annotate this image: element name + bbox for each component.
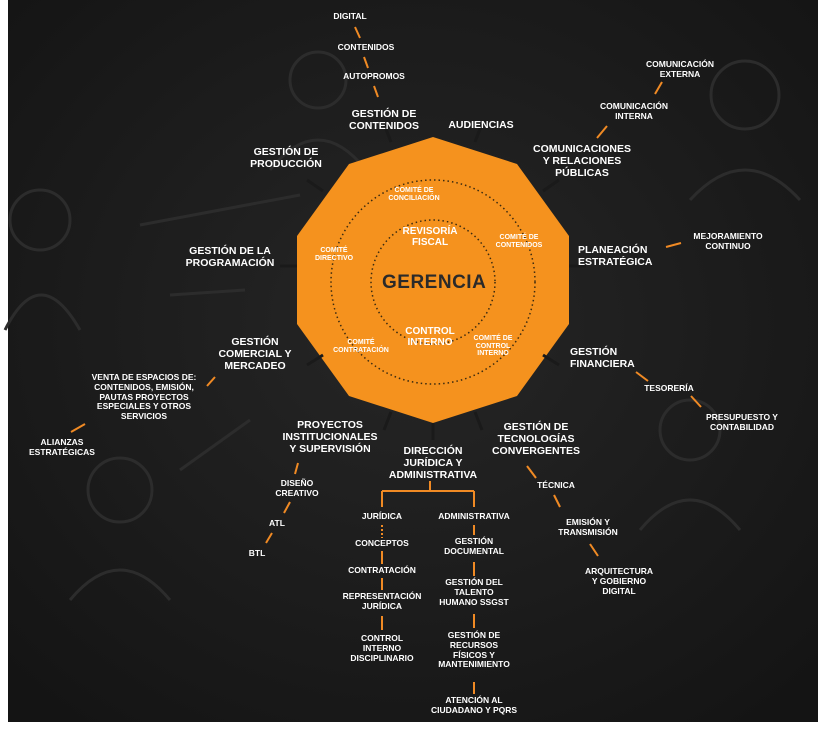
area-comercial: GESTIÓN COMERCIAL Y MERCADEO (218, 336, 292, 373)
jur-juridica: JURÍDICA (361, 511, 403, 521)
area-financiera: GESTIÓN FINANCIERA (570, 346, 635, 371)
comite-contenidos-label: COMITÉ DE CONTENIDOS (495, 234, 543, 249)
area-planeacion: PLANEACIÓN ESTRATÉGICA (578, 244, 653, 269)
sub-atl: ATL (269, 518, 285, 528)
area-gestion-contenidos: GESTIÓN DE CONTENIDOS (348, 108, 419, 133)
jur-contratacion: CONTRATACIÓN (348, 565, 416, 575)
adm-talento: GESTIÓN DEL TALENTO HUMANO SSGST (439, 577, 509, 607)
gerencia-title: GERENCIA (382, 272, 487, 293)
sub-comunicacion-interna: COMUNICACIÓN INTERNA (600, 101, 668, 121)
jur-conceptos: CONCEPTOS (355, 538, 409, 548)
comite-contratacion-label: COMITÉ CONTRATACIÓN (333, 339, 389, 354)
area-proyectos: PROYECTOS INSTITUCIONALES Y SUPERVISIÓN (282, 419, 378, 456)
sub-btl: BTL (248, 548, 266, 558)
sub-tesoreria: TESORERÍA (644, 383, 694, 393)
comite-conciliacion-label: COMITÉ DE CONCILIACIÓN (388, 187, 440, 202)
outer-dotted-ring (330, 179, 536, 385)
area-direccion-juridica: DIRECCIÓN JURÍDICA Y ADMINISTRATIVA (388, 445, 478, 482)
sub-digital: DIGITAL (333, 11, 367, 21)
sub-comunicacion-externa: COMUNICACIÓN EXTERNA (646, 59, 714, 79)
sub-presupuesto: PRESUPUESTO Y CONTABILIDAD (706, 412, 778, 432)
area-tecnologias: GESTIÓN DE TECNOLOGÍAS CONVERGENTES (491, 421, 581, 458)
revisoria-fiscal-label: REVISORÍA FISCAL (402, 226, 458, 248)
sub-contenidos: CONTENIDOS (337, 42, 395, 52)
sub-venta-espacios: VENTA DE ESPACIOS DE: CONTENIDOS, EMISIÓ… (91, 372, 197, 422)
sub-mejoramiento: MEJORAMIENTO CONTINUO (693, 231, 763, 251)
comite-directivo-label: COMITÉ DIRECTIVO (314, 247, 354, 262)
jur-control-interno: CONTROL INTERNO DISCIPLINARIO (350, 633, 414, 663)
jur-representacion: REPRESENTACIÓN JURÍDICA (342, 591, 422, 611)
sub-diseno-creativo: DISEÑO CREATIVO (275, 478, 319, 498)
sub-arquitectura: ARQUITECTURA Y GOBIERNO DIGITAL (585, 566, 653, 596)
area-audiencias: AUDIENCIAS (448, 119, 514, 131)
control-interno-label: CONTROL INTERNO (405, 326, 455, 348)
background-silhouettes (3, 50, 802, 601)
sub-alianzas: ALIANZAS ESTRATÉGICAS (29, 437, 95, 457)
adm-recursos: GESTIÓN DE RECURSOS FÍSICOS Y MANTENIMIE… (438, 630, 510, 670)
adm-documental: GESTIÓN DOCUMENTAL (444, 536, 504, 556)
decagon-spokes (280, 123, 586, 440)
gerencia-decagon (297, 137, 569, 423)
area-produccion: GESTIÓN DE PRODUCCIÓN (250, 146, 322, 171)
adm-administrativa: ADMINISTRATIVA (438, 511, 510, 521)
area-programacion: GESTIÓN DE LA PROGRAMACIÓN (185, 245, 275, 270)
area-comunicaciones: COMUNICACIONES Y RELACIONES PÚBLICAS (532, 143, 631, 180)
sub-emision: EMISIÓN Y TRANSMISIÓN (558, 517, 618, 537)
comite-control-interno-label: COMITÉ DE CONTROL INTERNO (473, 335, 513, 358)
sub-autopromos: AUTOPROMOS (343, 71, 405, 81)
inner-dotted-ring (370, 219, 496, 345)
connector-lines (70, 26, 702, 694)
adm-atencion: ATENCIÓN AL CIUDADANO Y PQRS (430, 695, 518, 715)
sub-tecnica: TÉCNICA (537, 480, 575, 490)
